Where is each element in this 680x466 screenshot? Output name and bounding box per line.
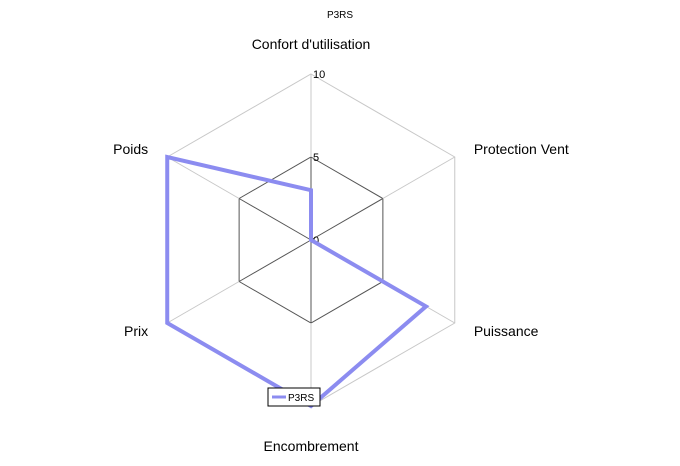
chart-title: P3RS bbox=[327, 10, 353, 21]
legend: P3RS bbox=[268, 388, 320, 406]
axis-label: Confort d'utilisation bbox=[252, 36, 371, 52]
axis-label: Poids bbox=[113, 141, 148, 157]
spoke-inner bbox=[239, 240, 311, 282]
axis-label: Prix bbox=[124, 323, 148, 339]
spoke-inner bbox=[311, 199, 383, 241]
series-line bbox=[167, 157, 426, 406]
radial-tick-label: 10 bbox=[313, 69, 325, 81]
axis-label: Puissance bbox=[474, 323, 539, 339]
spoke-outer bbox=[167, 282, 239, 324]
axis-label: Encombrement bbox=[264, 438, 359, 454]
legend-label: P3RS bbox=[288, 393, 314, 404]
spoke-outer bbox=[383, 157, 455, 199]
spoke-outer bbox=[167, 157, 239, 199]
axis-label: Protection Vent bbox=[474, 141, 569, 157]
spoke-inner bbox=[239, 199, 311, 241]
radial-tick-label: 5 bbox=[313, 152, 319, 164]
series-lines bbox=[167, 157, 426, 406]
